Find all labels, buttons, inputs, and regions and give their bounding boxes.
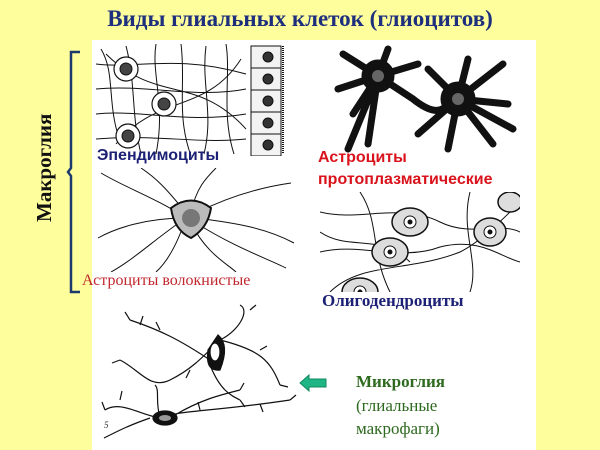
microglia-figure: 5 [100,300,300,440]
microglia-sublabel-line2: макрофаги) [356,419,440,438]
macroglia-bracket [66,50,86,301]
astrocytes-protoplasmic-figure [318,44,518,154]
slide-title: Виды глиальных клеток (глиоцитов) [107,6,493,31]
astrocytes-fibrous-label: Астроциты волокнистые [82,272,251,289]
oligodendrocytes-label: Олигодендроциты [322,291,464,310]
macroglia-label: Макроглия [32,113,56,222]
microglia-sublabel-line1: (глиальные [356,396,438,415]
oligodendrocytes-figure [320,192,520,292]
astrocytes-protoplasmic-label-line2: протоплазматические [318,171,493,188]
arrow-left-icon [299,373,327,397]
microglia-label: Микроглия [356,372,445,391]
figure-number: 5 [104,420,109,430]
astrocytes-fibrous-figure [96,168,296,272]
astrocytes-protoplasmic-label-line1: Астроциты [318,149,407,166]
ependymocytes-figure [96,44,292,156]
ependymocytes-label: Эпендимоциты [97,147,220,164]
